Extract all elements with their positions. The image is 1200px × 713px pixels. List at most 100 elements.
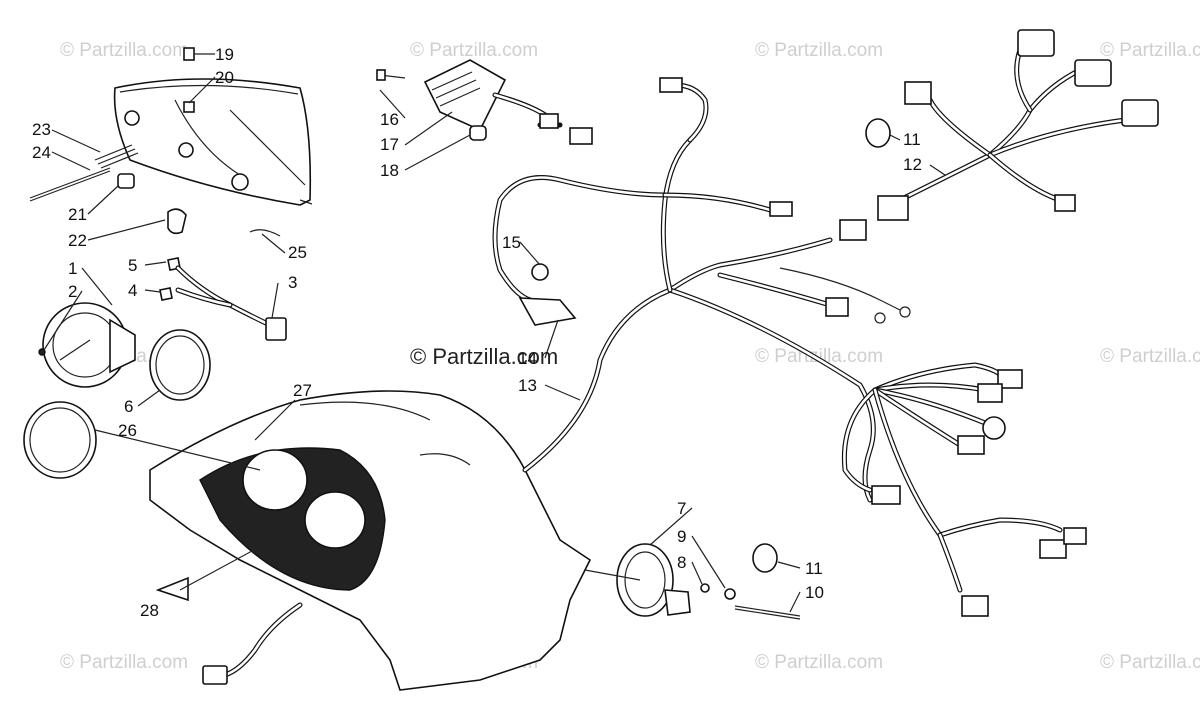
lower-branch-core	[938, 533, 962, 592]
clamp-11	[865, 118, 891, 148]
speedometer-7-face	[624, 551, 666, 609]
headlight-lens-divider	[229, 109, 306, 186]
headlight-lens-divider	[174, 99, 241, 176]
leader	[261, 233, 286, 254]
callout-15: 15	[502, 233, 521, 252]
harness-connector	[1039, 539, 1067, 559]
harness-lower-branch-core	[668, 288, 875, 502]
watermark: © Partzilla.com	[60, 652, 188, 673]
regulator-assembly	[376, 59, 593, 145]
lower-branch	[872, 387, 993, 428]
headlight-connector	[1074, 59, 1112, 87]
top-connector	[659, 77, 683, 93]
gauge-harness-branch-core	[176, 288, 232, 307]
regulator-fins	[431, 71, 481, 107]
lower-branch-core	[843, 388, 877, 492]
speedometer-assembly	[584, 543, 801, 620]
headlight-assembly	[29, 47, 313, 237]
callout-labels: 19 20 23 24 21 22 25 5 4 1 2 3 6 26 27 2…	[32, 45, 922, 620]
leader	[789, 591, 801, 613]
callout-17: 17	[380, 135, 399, 154]
harness-connector	[997, 369, 1023, 389]
harness-connector	[1054, 194, 1076, 212]
bulb-retainer-20	[183, 101, 195, 113]
leader	[271, 282, 279, 319]
watermark: © Partzilla.com	[755, 652, 883, 673]
callout-22: 22	[68, 231, 87, 250]
leader	[691, 561, 703, 585]
harness-up-branch	[660, 137, 693, 293]
dash-contour	[299, 401, 431, 421]
round-connector	[982, 416, 1006, 440]
callout-28: 28	[140, 601, 159, 620]
lower-branch-core	[873, 383, 987, 392]
watermark: © Partzilla.com	[755, 40, 883, 61]
ring-terminal	[874, 312, 886, 324]
regulator-connector	[569, 127, 593, 145]
bulb-4	[159, 287, 173, 301]
harness-12-branch-core	[988, 153, 1062, 202]
leader	[691, 535, 726, 589]
leader	[81, 267, 113, 306]
regulator-connector	[539, 113, 559, 129]
relay-14	[518, 297, 577, 326]
harness-12-core	[898, 68, 1082, 202]
dash-contour	[419, 453, 471, 466]
harness-up-branch-core	[662, 138, 692, 292]
harness-12-branch-core	[988, 118, 1127, 157]
gasket-6-inner	[155, 335, 205, 395]
leader	[777, 561, 801, 569]
harness-lead-core	[718, 273, 832, 307]
callout-11: 11	[903, 130, 921, 149]
lower-branch-core	[873, 388, 962, 447]
dash-connector	[202, 665, 228, 685]
leader	[519, 241, 541, 266]
clamp-11	[752, 543, 778, 573]
bulb-21	[117, 173, 135, 189]
watermark: © Partzilla.com	[1100, 346, 1200, 367]
callout-20: 20	[215, 68, 234, 87]
leader	[254, 399, 296, 441]
leader	[51, 151, 91, 171]
nut-9	[724, 588, 736, 600]
callout-1: 1	[68, 259, 77, 278]
headlight-connector	[1121, 99, 1159, 127]
clip-19	[183, 47, 195, 61]
adjuster-screw-24	[29, 170, 111, 202]
leader	[179, 524, 301, 591]
gauge-hole	[242, 449, 308, 511]
leader	[94, 429, 261, 471]
dash-panel	[149, 390, 592, 691]
harness-connector	[825, 297, 849, 317]
callout-23: 23	[32, 120, 51, 139]
callout-7: 7	[677, 499, 686, 518]
side-connector	[769, 201, 793, 217]
lower-branch	[872, 387, 1063, 538]
gauge-1-body	[109, 318, 136, 374]
callout-19: 19	[215, 45, 234, 64]
leader	[889, 134, 901, 141]
leader	[43, 290, 83, 351]
speedo-cable-10	[734, 608, 801, 620]
callout-10: 10	[805, 583, 824, 602]
callout-3: 3	[288, 273, 297, 292]
gasket-6	[149, 329, 211, 401]
spring-23	[94, 144, 139, 169]
harness-connector	[977, 383, 1003, 403]
harness-connector	[961, 595, 989, 617]
bezel-26	[23, 401, 97, 479]
leader	[649, 507, 693, 546]
decal-28	[155, 576, 189, 602]
gauge-1-needle	[59, 339, 91, 361]
leader	[144, 261, 167, 266]
callout-12: 12	[903, 155, 922, 174]
fuse-cap-15	[531, 263, 549, 281]
gauge-assembly	[23, 257, 287, 479]
bolt-head-16	[376, 69, 386, 81]
speedometer-7	[616, 543, 674, 617]
harness-12-branch-core	[928, 98, 992, 157]
callout-9: 9	[677, 527, 686, 546]
headlight-mount-pin	[299, 199, 313, 205]
harness-trunk-core	[523, 238, 832, 472]
